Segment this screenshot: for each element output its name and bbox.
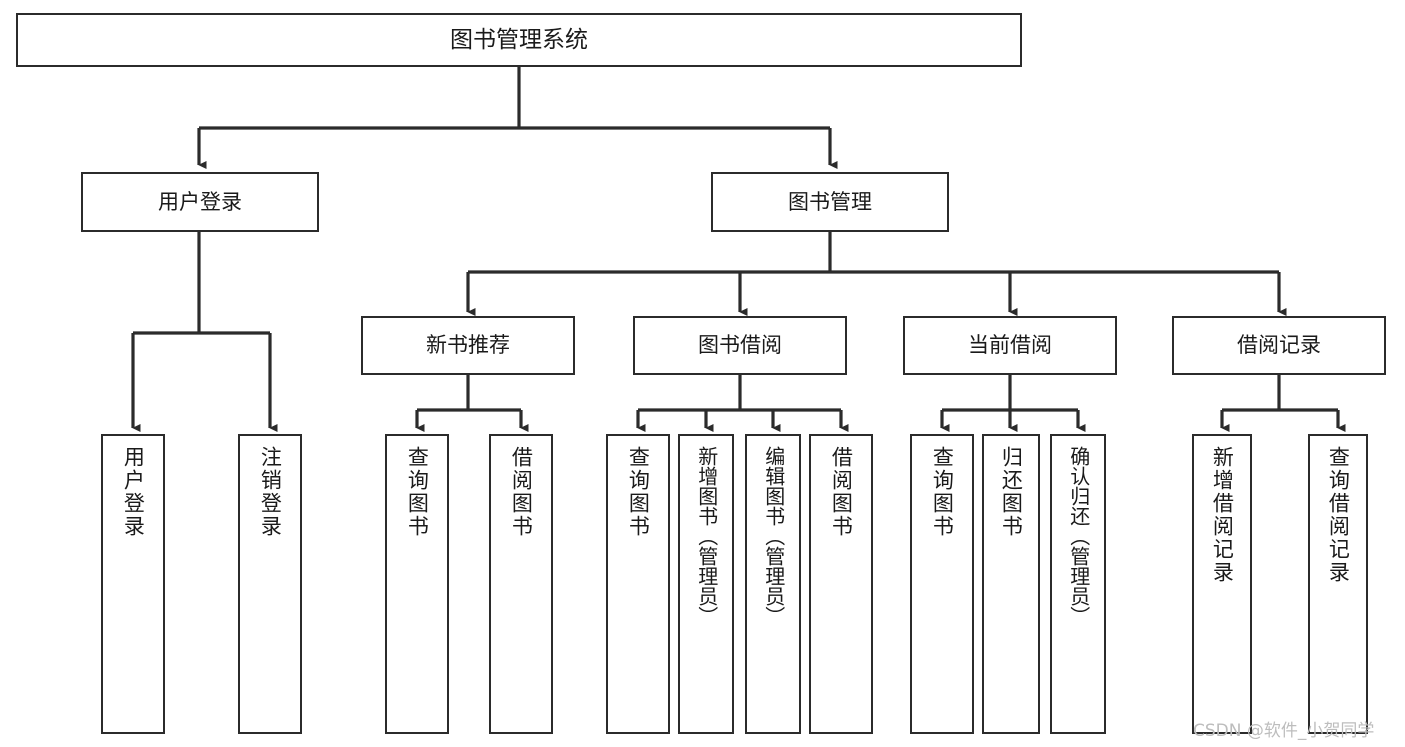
- node-user-login[interactable]: 用户登录: [81, 172, 319, 232]
- node-borrow-record[interactable]: 借阅记录: [1172, 316, 1386, 375]
- node-label: 编辑图书（管理员）: [761, 446, 786, 626]
- node-leaf-add-book[interactable]: 新增图书（管理员）: [678, 434, 734, 734]
- node-leaf-return-book[interactable]: 归还图书: [982, 434, 1040, 734]
- node-label: 图书管理系统: [450, 26, 588, 53]
- node-leaf-query-borrow-record[interactable]: 查询借阅记录: [1308, 434, 1368, 734]
- node-label: 新书推荐: [426, 333, 510, 358]
- node-leaf-query-book-1[interactable]: 查询图书: [385, 434, 449, 734]
- node-new-book-recommend[interactable]: 新书推荐: [361, 316, 575, 375]
- node-leaf-query-book-3[interactable]: 查询图书: [910, 434, 974, 734]
- node-leaf-borrow-book-2[interactable]: 借阅图书: [809, 434, 873, 734]
- node-label: 当前借阅: [968, 333, 1052, 358]
- node-label: 查询图书: [930, 446, 955, 538]
- node-label: 图书管理: [788, 189, 872, 214]
- node-label: 查询借阅记录: [1326, 446, 1351, 584]
- node-label: 图书借阅: [698, 333, 782, 358]
- csdn-watermark: CSDN @软件_小贺同学: [1193, 721, 1375, 741]
- node-book-manage[interactable]: 图书管理: [711, 172, 949, 232]
- node-label: 新增借阅记录: [1210, 446, 1235, 584]
- node-label: 借阅图书: [509, 446, 534, 538]
- node-label: 借阅记录: [1237, 333, 1321, 358]
- node-leaf-query-book-2[interactable]: 查询图书: [606, 434, 670, 734]
- node-leaf-edit-book[interactable]: 编辑图书（管理员）: [745, 434, 801, 734]
- node-current-borrow[interactable]: 当前借阅: [903, 316, 1117, 375]
- node-label: 用户登录: [121, 446, 146, 538]
- node-leaf-add-borrow-record[interactable]: 新增借阅记录: [1192, 434, 1252, 734]
- node-label: 查询图书: [626, 446, 651, 538]
- node-label: 归还图书: [999, 446, 1024, 538]
- node-label: 新增图书（管理员）: [694, 446, 719, 626]
- node-leaf-user-logout[interactable]: 注销登录: [238, 434, 302, 734]
- node-label: 注销登录: [258, 446, 283, 538]
- node-label: 用户登录: [158, 189, 242, 214]
- node-leaf-user-login[interactable]: 用户登录: [101, 434, 165, 734]
- node-root-system[interactable]: 图书管理系统: [16, 13, 1022, 67]
- node-label: 查询图书: [405, 446, 430, 538]
- node-leaf-borrow-book-1[interactable]: 借阅图书: [489, 434, 553, 734]
- node-label: 借阅图书: [829, 446, 854, 538]
- node-book-borrow[interactable]: 图书借阅: [633, 316, 847, 375]
- node-leaf-confirm-return[interactable]: 确认归还（管理员）: [1050, 434, 1106, 734]
- node-label: 确认归还（管理员）: [1066, 446, 1091, 626]
